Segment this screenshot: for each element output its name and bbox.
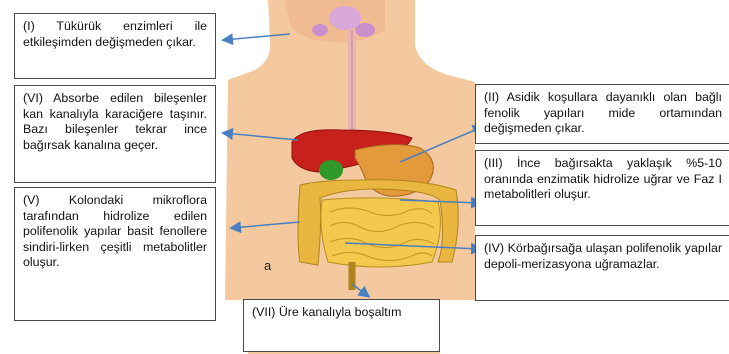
label-box-vii: (VII) Üre kanalıyla boşaltım xyxy=(243,299,440,352)
label-text-iv: (IV) Körbağırsağa ulaşan polifenolik yap… xyxy=(484,241,722,272)
label-box-i: (I) Tükürük enzimleri ile etkileşimden d… xyxy=(14,13,216,79)
label-text-vi: (VI) Absorbe edilen bileşenler kan kanal… xyxy=(23,91,207,153)
small-intestine xyxy=(321,198,441,267)
gallbladder xyxy=(319,160,343,180)
label-box-iv: (IV) Körbağırsağa ulaşan polifenolik yap… xyxy=(475,235,729,301)
label-box-v: (V) Kolondaki mikroflora tarafından hidr… xyxy=(14,187,216,321)
label-text-vii: (VII) Üre kanalıyla boşaltım xyxy=(252,305,431,321)
label-box-iii: (III) İnce bağırsakta yaklaşık %5-10 ora… xyxy=(475,150,729,226)
label-box-vi: (VI) Absorbe edilen bileşenler kan kanal… xyxy=(14,85,216,183)
salivary-gland xyxy=(329,6,361,30)
salivary-gland-3 xyxy=(312,24,328,36)
label-box-ii: (II) Asidik koşullara dayanıklı olan bağ… xyxy=(475,84,729,144)
label-text-iii: (III) İnce bağırsakta yaklaşık %5-10 ora… xyxy=(484,156,722,203)
label-text-v: (V) Kolondaki mikroflora tarafından hidr… xyxy=(23,193,207,271)
label-text-i: (I) Tükürük enzimleri ile etkileşimden d… xyxy=(23,19,207,50)
label-letter-a: a xyxy=(264,258,271,273)
label-text-ii: (II) Asidik koşullara dayanıklı olan bağ… xyxy=(484,90,722,137)
salivary-gland-2 xyxy=(355,23,375,37)
